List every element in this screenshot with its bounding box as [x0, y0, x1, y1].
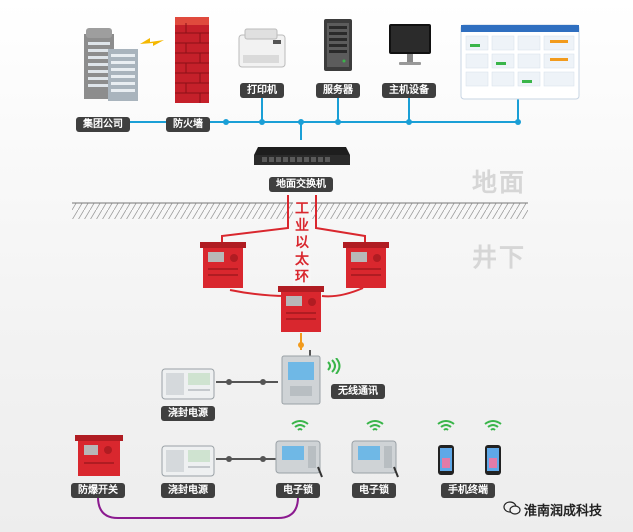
wifi-signal-icon	[291, 420, 309, 431]
zone-underground: 井下	[472, 243, 527, 272]
printer-icon	[238, 28, 286, 68]
network-label: 工业以太环网	[293, 201, 311, 303]
server-label: 服务器	[316, 83, 360, 98]
explosion-switch-label: 防爆开关	[71, 483, 125, 498]
explosion-proof-box-right	[343, 242, 389, 288]
wechat-logo-icon	[503, 501, 521, 515]
monitor-icon	[389, 24, 431, 65]
wifi-signal-icon	[366, 420, 384, 431]
potted-power-1-label: 浇封电源	[161, 406, 215, 421]
wireless-base-station-icon	[281, 350, 321, 405]
explosion-switch-icon	[75, 435, 123, 476]
electronic-lock-icon	[275, 440, 323, 478]
building-icon	[84, 28, 138, 101]
smartphone-icon	[438, 445, 454, 475]
firewall-icon	[175, 17, 209, 103]
ground-switch-label: 地面交换机	[269, 177, 333, 192]
server-icon	[324, 19, 352, 71]
dashboard-screen-icon	[460, 24, 580, 100]
wifi-signal-icon	[327, 358, 341, 374]
group-company-label: 集团公司	[76, 117, 130, 132]
zone-above-ground: 地面	[472, 168, 527, 197]
wifi-signal-icon	[437, 420, 455, 431]
explosion-proof-box-left	[200, 242, 246, 288]
network-switch-icon	[254, 147, 350, 165]
host-device-label: 主机设备	[382, 83, 436, 98]
smartphone-icon	[485, 445, 501, 475]
electronic-lock-icon	[351, 440, 399, 478]
watermark: 淮南润成科技	[524, 504, 603, 519]
lightning-icon	[140, 38, 164, 46]
wifi-signal-icon	[484, 420, 502, 431]
printer-label: 打印机	[240, 83, 284, 98]
electronic-lock-2-label: 电子锁	[352, 483, 396, 498]
explosion-proof-box-center	[278, 286, 324, 332]
purple-link	[97, 496, 299, 519]
power-supply-icon	[161, 368, 215, 400]
power-supply-icon	[161, 445, 215, 477]
potted-power-2-label: 浇封电源	[161, 483, 215, 498]
wireless-comm-label: 无线通讯	[331, 384, 385, 399]
electronic-lock-1-label: 电子锁	[276, 483, 320, 498]
firewall-label: 防火墙	[166, 117, 210, 132]
industrial-ring-network	[221, 195, 366, 298]
mobile-terminal-label: 手机终端	[441, 483, 495, 498]
